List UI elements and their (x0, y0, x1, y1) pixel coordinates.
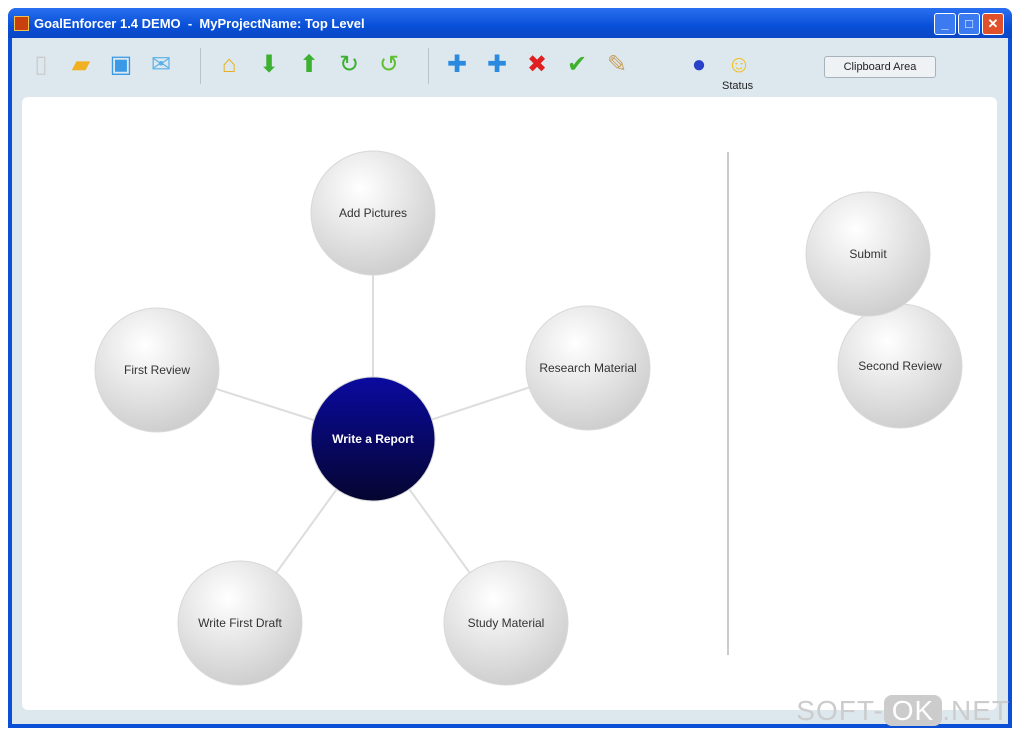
node-label: Second Review (858, 359, 942, 373)
node-label: Write First Draft (198, 616, 282, 630)
node-circle[interactable] (94, 307, 220, 433)
delete-icon[interactable]: ✖ (526, 51, 548, 78)
map-node[interactable]: Research Material (525, 305, 651, 431)
watermark-text: SOFT- (796, 695, 884, 726)
map-node[interactable]: First Review (94, 307, 220, 433)
node-circle[interactable] (310, 376, 436, 502)
edit-note-icon[interactable]: ✎ (606, 51, 628, 78)
node-circle[interactable] (443, 560, 569, 686)
node-label: Add Pictures (339, 206, 407, 220)
window-title: GoalEnforcer 1.4 DEMO - MyProjectName: T… (34, 16, 365, 31)
new-document-icon[interactable]: ▯ (34, 51, 48, 78)
status-smiley-icon[interactable]: ☺ (726, 51, 752, 78)
help-icon[interactable]: ● (691, 51, 707, 78)
node-circle[interactable] (805, 191, 931, 317)
close-button[interactable]: ✕ (982, 13, 1004, 35)
watermark: SOFT-OK.NET (796, 695, 1010, 727)
add-icon[interactable]: ✚ (446, 51, 468, 78)
node-circle[interactable] (177, 560, 303, 686)
save-icon[interactable]: ▣ (109, 51, 133, 78)
maximize-button[interactable]: □ (958, 13, 980, 35)
map-node[interactable]: Submit (805, 191, 931, 317)
clipboard-area-button[interactable]: Clipboard Area (824, 56, 936, 78)
node-circle[interactable] (310, 150, 436, 276)
add-child-icon[interactable]: ✚ (486, 51, 508, 78)
map-node[interactable]: Second Review (837, 303, 963, 429)
app-window: GoalEnforcer 1.4 DEMO - MyProjectName: T… (8, 8, 1012, 728)
map-node[interactable]: Write a Report (310, 376, 436, 502)
arrow-down-icon[interactable]: ⬇ (258, 51, 280, 78)
redo-icon[interactable]: ↻ (338, 51, 360, 78)
toolbar-separator (428, 48, 429, 84)
watermark-text: .NET (942, 695, 1010, 726)
window-body: ▯ ▰ ▣ ✉ ⌂ ⬇ ⬆ ↻ ↺ ✚ ✚ ✖ ✔ ✎ ● ☺ Status C… (12, 38, 1008, 724)
node-label: Study Material (468, 616, 545, 630)
undo-icon[interactable]: ↺ (378, 51, 400, 78)
home-icon[interactable]: ⌂ (221, 51, 237, 78)
title-bar: GoalEnforcer 1.4 DEMO - MyProjectName: T… (8, 8, 1012, 38)
status-label: Status (722, 80, 754, 92)
open-folder-icon[interactable]: ▰ (71, 51, 91, 78)
map-node[interactable]: Study Material (443, 560, 569, 686)
toolbar-separator (200, 48, 201, 84)
node-label: Write a Report (332, 432, 414, 446)
map-node[interactable]: Add Pictures (310, 150, 436, 276)
arrow-up-icon[interactable]: ⬆ (298, 51, 320, 78)
app-icon[interactable] (14, 16, 29, 31)
map-node[interactable]: Write First Draft (177, 560, 303, 686)
node-label: Research Material (539, 361, 636, 375)
node-circle[interactable] (525, 305, 651, 431)
watermark-text: OK (883, 695, 943, 726)
complete-check-icon[interactable]: ✔ (566, 51, 588, 78)
email-icon[interactable]: ✉ (150, 51, 172, 78)
minimize-button[interactable]: _ (934, 13, 956, 35)
node-label: Submit (849, 247, 887, 261)
node-label: First Review (124, 363, 190, 377)
